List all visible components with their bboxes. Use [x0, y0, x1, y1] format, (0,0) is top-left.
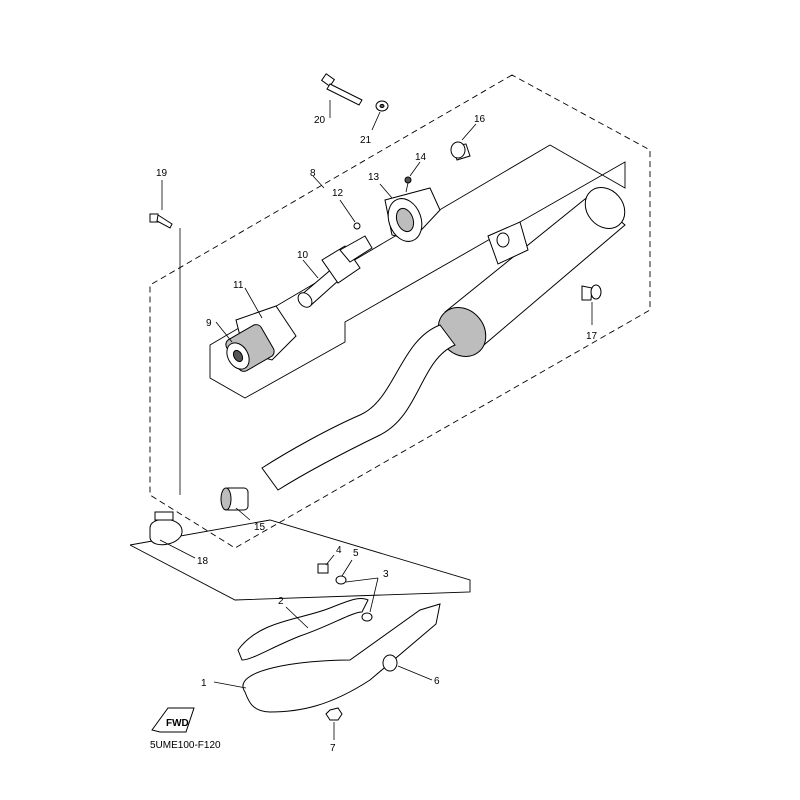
collar-3: [361, 612, 373, 622]
grommet-16: [450, 141, 471, 161]
callout-2: 2: [278, 596, 284, 607]
mid-pipe: [261, 324, 456, 491]
inner-pipe-10: [297, 235, 373, 308]
callout-4: 4: [336, 545, 342, 556]
spark-arrestor-9: [225, 324, 275, 372]
callout-18: 18: [197, 556, 209, 567]
bolt-20: [320, 73, 363, 106]
callout-12: 12: [332, 188, 344, 199]
callout-6: 6: [434, 676, 440, 687]
exhaust-header-1: [242, 603, 441, 713]
callout-labels: 1 2 3 4 5 6 7 8 9 10 11 12 13 14 15 16 1…: [156, 114, 598, 754]
callout-11: 11: [233, 280, 244, 291]
callout-9: 9: [206, 318, 212, 329]
gasket-15: [220, 487, 249, 511]
callout-15: 15: [254, 522, 266, 533]
clamp-18: [149, 511, 183, 546]
assembly-outline-dashed: [149, 74, 651, 549]
callout-8: 8: [310, 168, 316, 179]
callout-19: 19: [156, 168, 168, 179]
fwd-arrow-icon: FWD: [151, 707, 195, 733]
callout-21: 21: [360, 135, 372, 146]
screw-14: [404, 176, 412, 193]
bolt-17: [581, 284, 602, 301]
callout-10: 10: [297, 250, 309, 261]
gasket-6: [382, 654, 398, 672]
callout-5: 5: [353, 548, 359, 559]
callout-17: 17: [586, 331, 598, 342]
muffler-outline: [209, 144, 626, 399]
callout-20: 20: [314, 115, 326, 126]
callout-7: 7: [330, 743, 336, 754]
heat-protector-2: [237, 597, 369, 661]
leader-lines: [159, 100, 593, 740]
washer-5: [335, 575, 347, 585]
bolt-19: [149, 213, 173, 229]
fwd-label: FWD: [166, 718, 189, 729]
screw-12: [353, 222, 361, 230]
diagram-code: 5UME100-F120: [150, 740, 221, 751]
header-outline: [129, 519, 471, 601]
callout-3: 3: [383, 569, 389, 580]
callout-14: 14: [415, 152, 427, 163]
muffler: [437, 187, 626, 357]
nut-7: [325, 707, 343, 721]
callout-1: 1: [201, 678, 207, 689]
bolt-4: [317, 563, 329, 574]
callout-16: 16: [474, 114, 486, 125]
callout-13: 13: [368, 172, 380, 183]
end-cap-13: [384, 187, 441, 242]
